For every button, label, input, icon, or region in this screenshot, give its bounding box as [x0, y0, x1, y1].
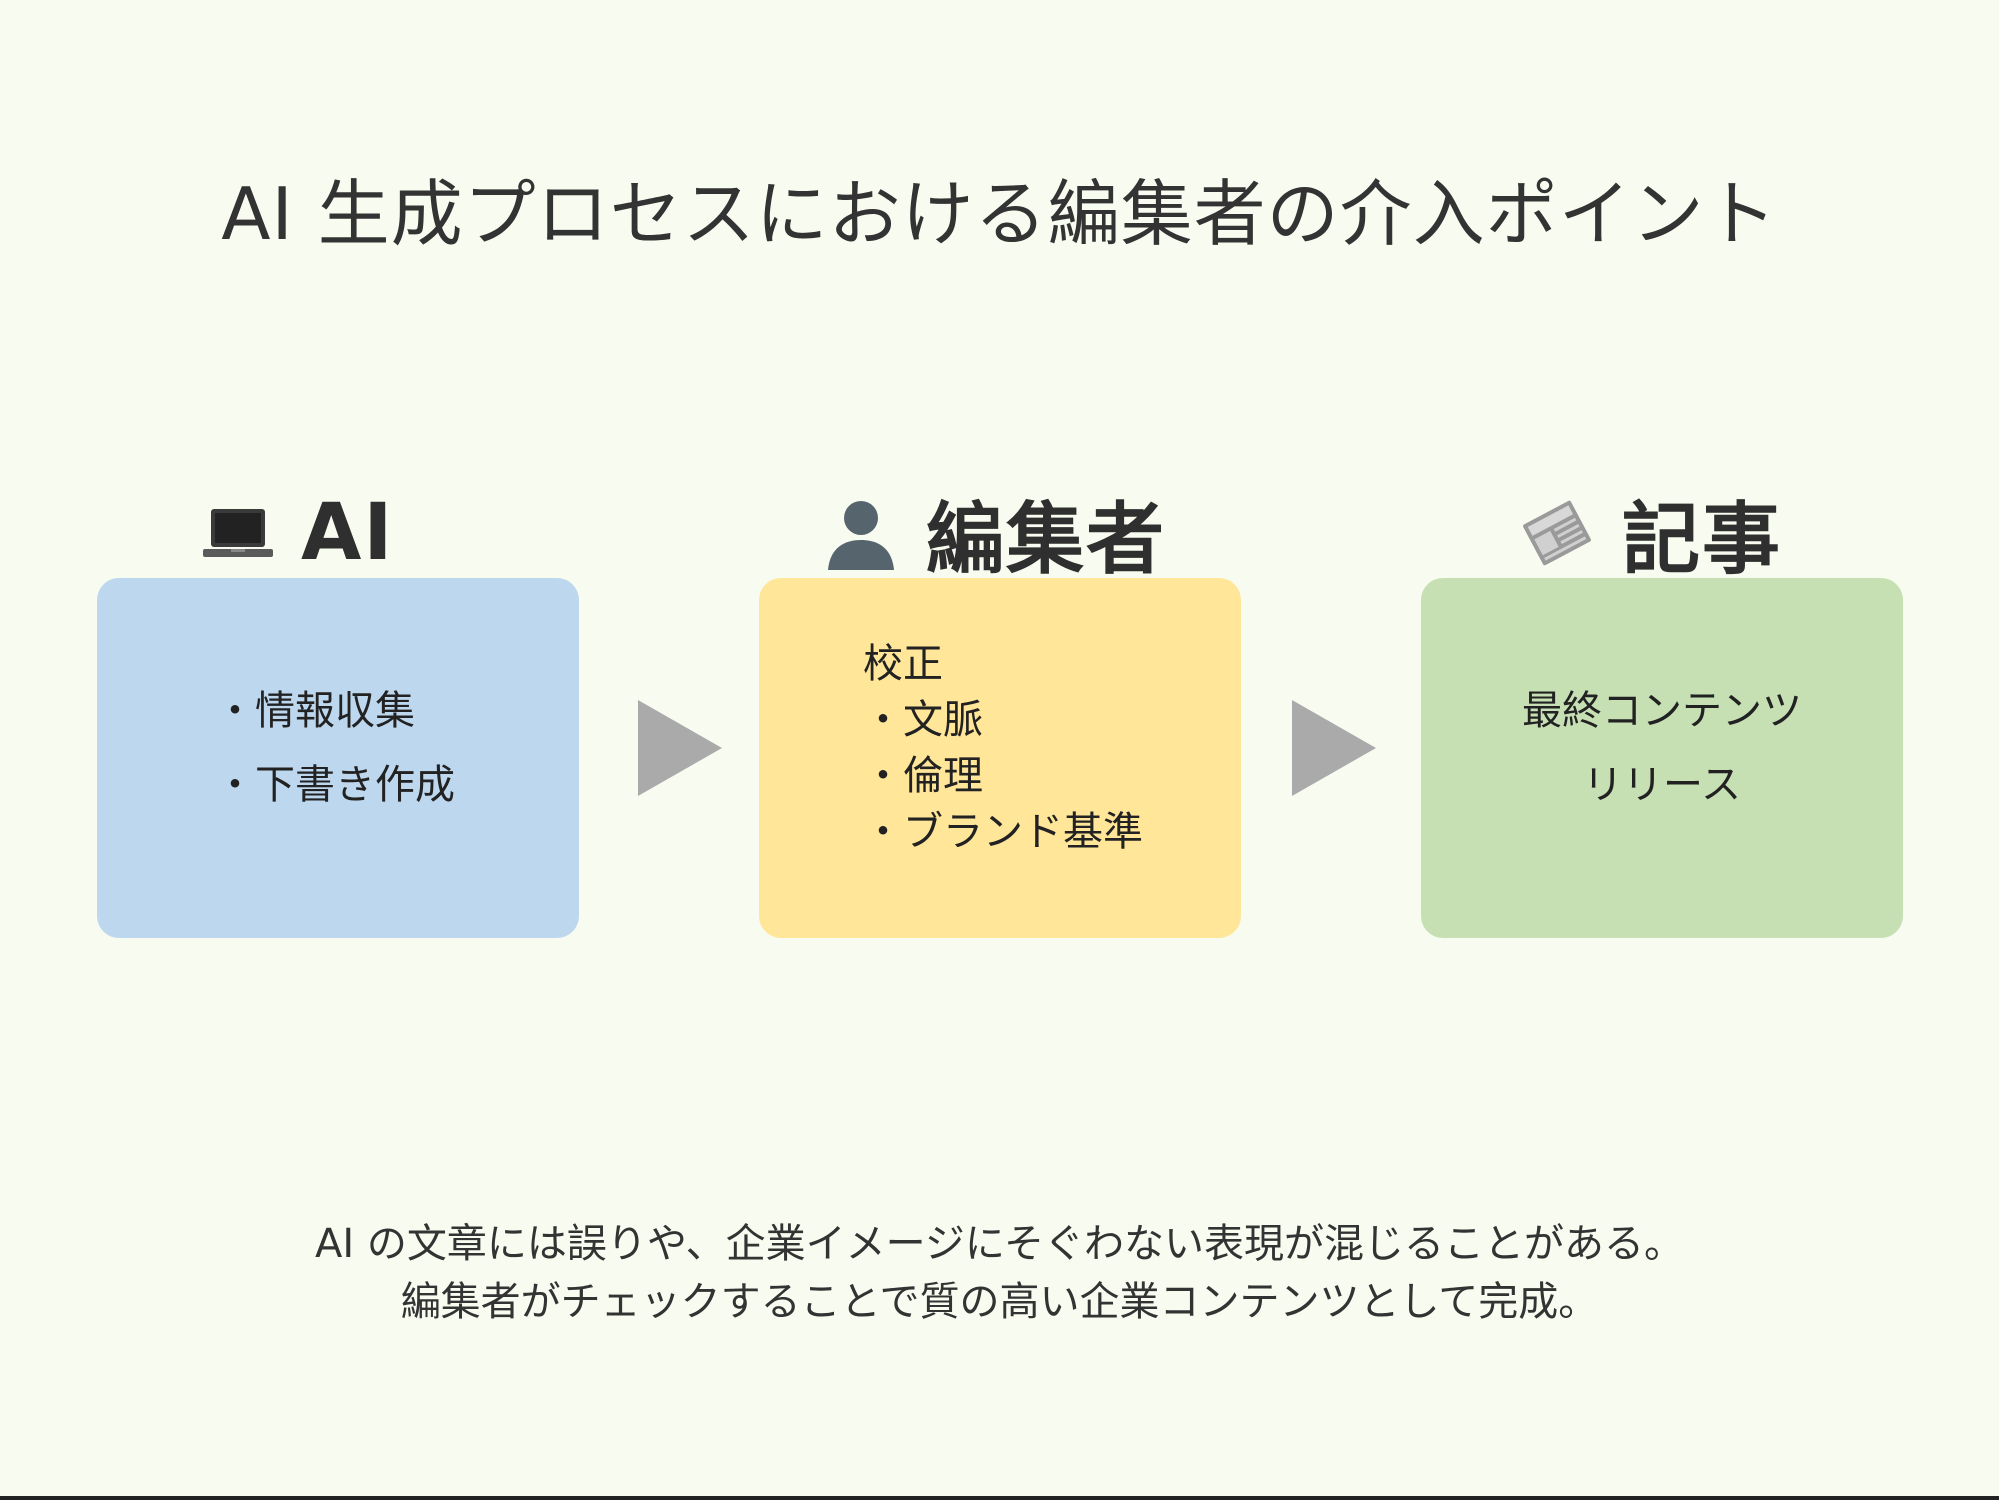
stage-heading-label: 記事	[1622, 495, 1783, 585]
stage-box-editor: 校正 ・文脈 ・倫理 ・ブランド基準	[759, 578, 1241, 938]
stage-item: 校正	[863, 641, 943, 687]
footer-line: AI の文章には誤りや、企業イメージにそぐわない表現が混じることがある。	[314, 1221, 1685, 1267]
footer-line: 編集者がチェックすることで質の高い企業コンテンツとして完成。	[400, 1279, 1599, 1325]
stage-box-article: 最終コンテンツ リリース	[1421, 578, 1903, 938]
stage-item: ・ブランド基準	[863, 809, 1143, 855]
stage-box-ai: ・情報収集 ・下書き作成	[97, 578, 579, 938]
stage-heading-label: AI	[301, 488, 395, 578]
stage-heading-label: 編集者	[926, 495, 1167, 585]
stage-item: リリース	[1583, 762, 1741, 808]
stage-box-text: ・情報収集 ・下書き作成	[215, 674, 455, 822]
page-title: AI 生成プロセスにおける編集者の介入ポイント	[221, 172, 1778, 256]
footer-note: AI の文章には誤りや、企業イメージにそぐわない表現が混じることがある。 編集者…	[0, 1215, 1999, 1331]
stage-item: ・下書き作成	[215, 762, 455, 808]
stage-heading-ai: AI	[203, 488, 394, 578]
stage-item: ・情報収集	[215, 688, 415, 734]
arrow-right-icon	[1292, 700, 1376, 800]
stage-heading-editor: 編集者	[824, 488, 1166, 585]
stage-item: 最終コンテンツ	[1522, 688, 1802, 734]
bottom-divider	[0, 1496, 1999, 1500]
person-icon	[824, 496, 898, 570]
stage-box-text: 最終コンテンツ リリース	[1421, 674, 1903, 822]
newspaper-icon	[1520, 496, 1594, 570]
laptop-icon	[203, 503, 273, 563]
stage-item: ・文脈	[863, 697, 983, 743]
stage-heading-article: 記事	[1520, 488, 1782, 585]
arrow-right-icon	[638, 700, 722, 800]
stage-box-text: 校正 ・文脈 ・倫理 ・ブランド基準	[863, 636, 1143, 860]
stage-item: ・倫理	[863, 753, 983, 799]
